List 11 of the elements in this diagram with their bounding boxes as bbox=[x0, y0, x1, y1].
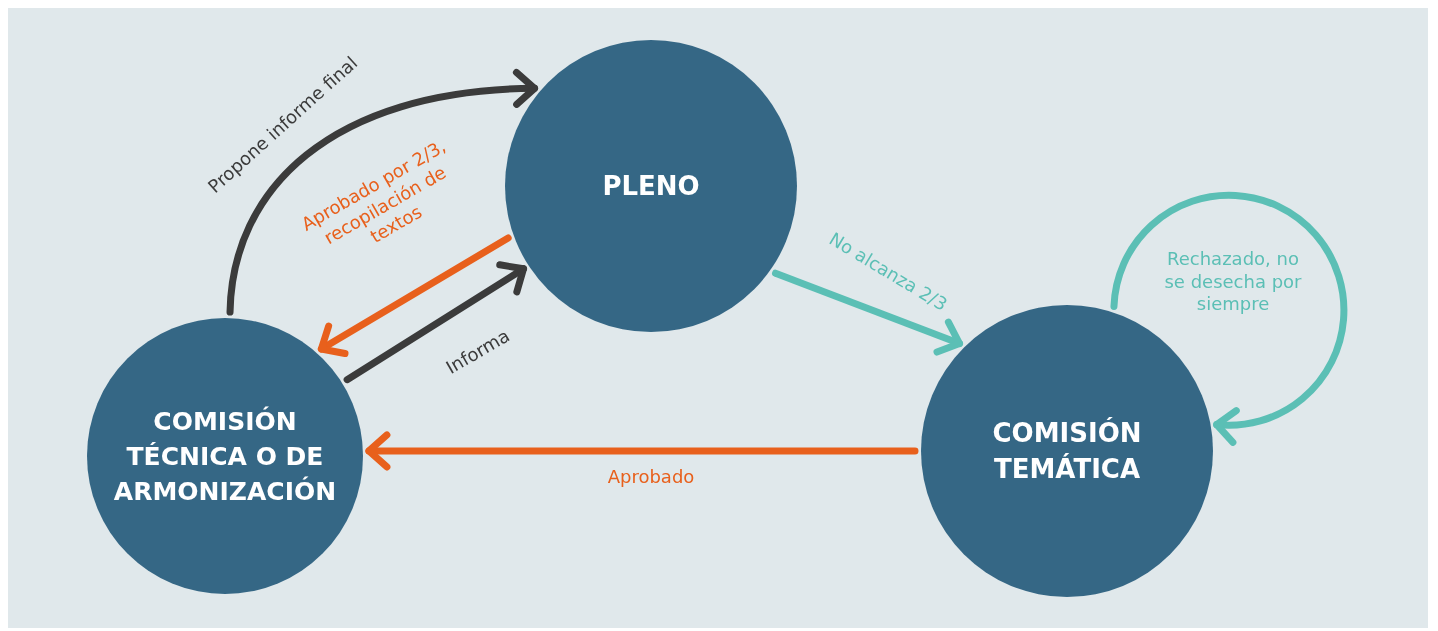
arrow bbox=[772, 269, 963, 356]
node-label: COMISIÓN TÉCNICA O DE ARMONIZACIÓN bbox=[112, 405, 338, 508]
arrow bbox=[226, 69, 539, 316]
arrow bbox=[365, 431, 919, 471]
node-label: COMISIÓN TEMÁTICA bbox=[991, 416, 1143, 486]
arrow bbox=[1110, 191, 1348, 445]
edge-label: Rechazado, no se desecha por siempre bbox=[1163, 248, 1303, 316]
arrow bbox=[343, 261, 527, 384]
edge-label: Aprobado bbox=[606, 465, 696, 489]
arrow bbox=[317, 234, 512, 358]
node-label: PLENO bbox=[602, 169, 700, 203]
